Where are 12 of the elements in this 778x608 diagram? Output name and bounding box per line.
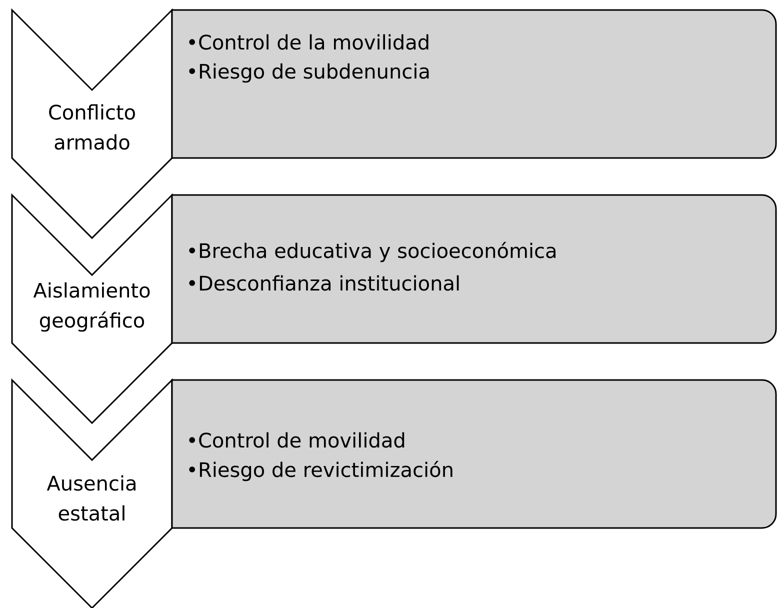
bullet-item: •Riesgo de revictimización — [189, 460, 452, 482]
text-box — [171, 9, 777, 159]
text-box — [171, 194, 777, 344]
process-step: Ausencia estatal — [11, 378, 173, 608]
text-box — [171, 379, 777, 529]
process-step: Aislamiento geográfico — [11, 193, 173, 424]
bullet-item: •Brecha educativa y socioeconómica — [189, 242, 556, 262]
bullet-item: •Control de la movilidad — [189, 34, 428, 50]
bullet-item: •Control de movilidad — [189, 432, 404, 448]
bullet-item: •Desconfianza institucional — [189, 275, 459, 291]
process-step: Conflicto armado — [11, 8, 173, 240]
bullet-item: •Riesgo de subdenuncia — [189, 63, 429, 83]
